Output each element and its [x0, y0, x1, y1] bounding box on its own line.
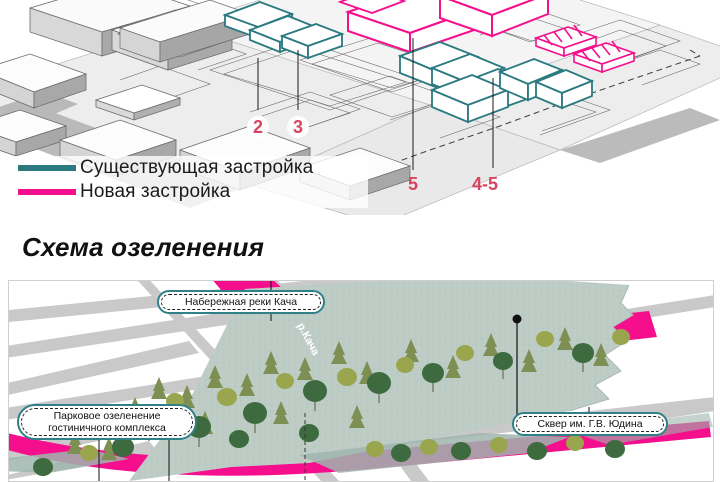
marker-4-5-label: 4-5	[472, 174, 499, 194]
legend-swatch-new-icon	[18, 188, 76, 195]
marker-3-label: 3	[292, 116, 303, 137]
legend-swatch-existing-icon	[18, 164, 76, 171]
legend-label-new: Новая застройка	[80, 181, 231, 202]
legend-item-new: Новая застройка	[18, 182, 230, 201]
callout-hotel-park-line1: Парковое озеленение	[53, 410, 161, 422]
legend-item-existing: Существующая застройка	[18, 158, 313, 177]
legend-label-existing: Существующая застройка	[80, 157, 314, 178]
callout-embankment-label: Набережная реки Кача	[184, 296, 298, 308]
callout-embankment[interactable]: Набережная реки Кача	[157, 290, 325, 314]
greening-scheme-map: р.Кача Набережная реки Кача Парковое озе…	[8, 280, 714, 482]
callout-hotel-park[interactable]: Парковое озеленение гостиничного комплек…	[17, 404, 197, 440]
callout-yudin-square[interactable]: Сквер им. Г.В. Юдина	[512, 412, 668, 436]
marker-2[interactable]: 2	[247, 116, 269, 138]
section-heading: Схема озеленения	[22, 232, 265, 262]
greening-map-svg	[9, 281, 713, 481]
marker-3[interactable]: 3	[287, 116, 309, 138]
legend-panel: Существующая застройка Новая застройка	[0, 156, 368, 208]
isometric-site-plan: 2 3 5 4-5 Существующая застройка Новая з…	[0, 0, 720, 215]
callout-yudin-square-label: Сквер им. Г.В. Юдина	[537, 418, 643, 430]
marker-5-label: 5	[408, 174, 419, 194]
marker-4-5[interactable]: 4-5	[472, 174, 498, 195]
marker-2-label: 2	[252, 116, 263, 137]
marker-5[interactable]: 5	[408, 174, 418, 195]
callout-hotel-park-line2: гостиничного комплекса	[48, 422, 166, 434]
